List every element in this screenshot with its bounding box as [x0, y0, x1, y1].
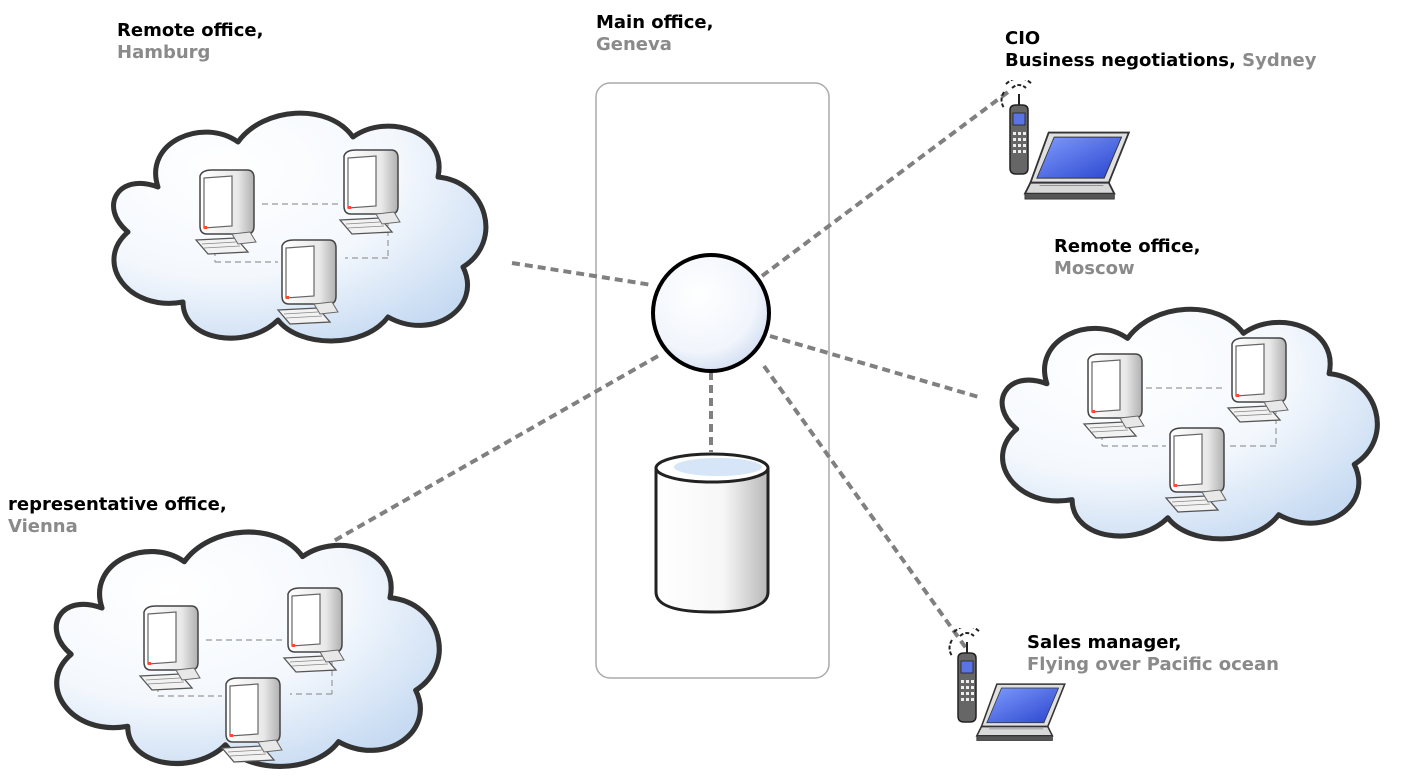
vienna-city: Vienna: [8, 516, 78, 537]
label-vienna: representative office, Vienna: [8, 494, 227, 538]
cloud-network-icon: [1002, 309, 1377, 539]
sydney-name: Business negotiations,: [1005, 50, 1236, 71]
link-vienna: [331, 354, 659, 544]
laptop-icon: [976, 683, 1066, 742]
label-hamburg: Remote office, Hamburg: [117, 20, 263, 64]
link-pacific: [762, 364, 968, 650]
pacific-name: Sales manager,: [1027, 632, 1182, 653]
desktop-pc-icon: [283, 587, 345, 673]
label-geneva: Main office, Geneva: [596, 12, 713, 56]
desktop-pc-icon: [1165, 427, 1227, 513]
wan-links: [331, 90, 1010, 650]
cloud-network-icon: [56, 532, 439, 766]
main-office-frame: [595, 82, 830, 679]
hamburg-name: Remote office,: [117, 20, 264, 41]
laptop-icon: [1024, 131, 1130, 200]
router-circle-icon: [651, 253, 771, 373]
desktop-pc-icon: [221, 677, 283, 763]
hamburg-city: Hamburg: [117, 42, 211, 63]
label-sydney: CIO Business negotiations, Sydney: [1005, 28, 1316, 72]
geneva-city: Geneva: [596, 34, 672, 55]
desktop-pc-icon: [1227, 337, 1289, 423]
mobile-phone-icon: [948, 628, 981, 723]
desktop-pc-icon: [195, 169, 257, 255]
link-moscow: [769, 334, 983, 400]
label-moscow: Remote office, Moscow: [1054, 236, 1200, 280]
desktop-pc-icon: [277, 239, 339, 325]
vienna-name: representative office,: [8, 494, 227, 515]
label-pacific: Sales manager, Flying over Pacific ocean: [1027, 632, 1279, 676]
cloud-network-icon: [114, 113, 486, 341]
desktop-pc-icon: [1083, 353, 1145, 439]
database-cylinder-icon: [654, 452, 770, 614]
sydney-city: Sydney: [1242, 50, 1317, 71]
geneva-name: Main office,: [596, 12, 714, 33]
desktop-pc-icon: [339, 149, 401, 235]
link-hamburg: [511, 261, 653, 287]
pacific-city: Flying over Pacific ocean: [1027, 654, 1279, 675]
desktop-pc-icon: [139, 605, 201, 691]
moscow-city: Moscow: [1054, 258, 1135, 279]
moscow-name: Remote office,: [1054, 236, 1201, 257]
laptop-phone-icon: [1000, 80, 1130, 200]
sydney-role: CIO: [1005, 28, 1041, 49]
